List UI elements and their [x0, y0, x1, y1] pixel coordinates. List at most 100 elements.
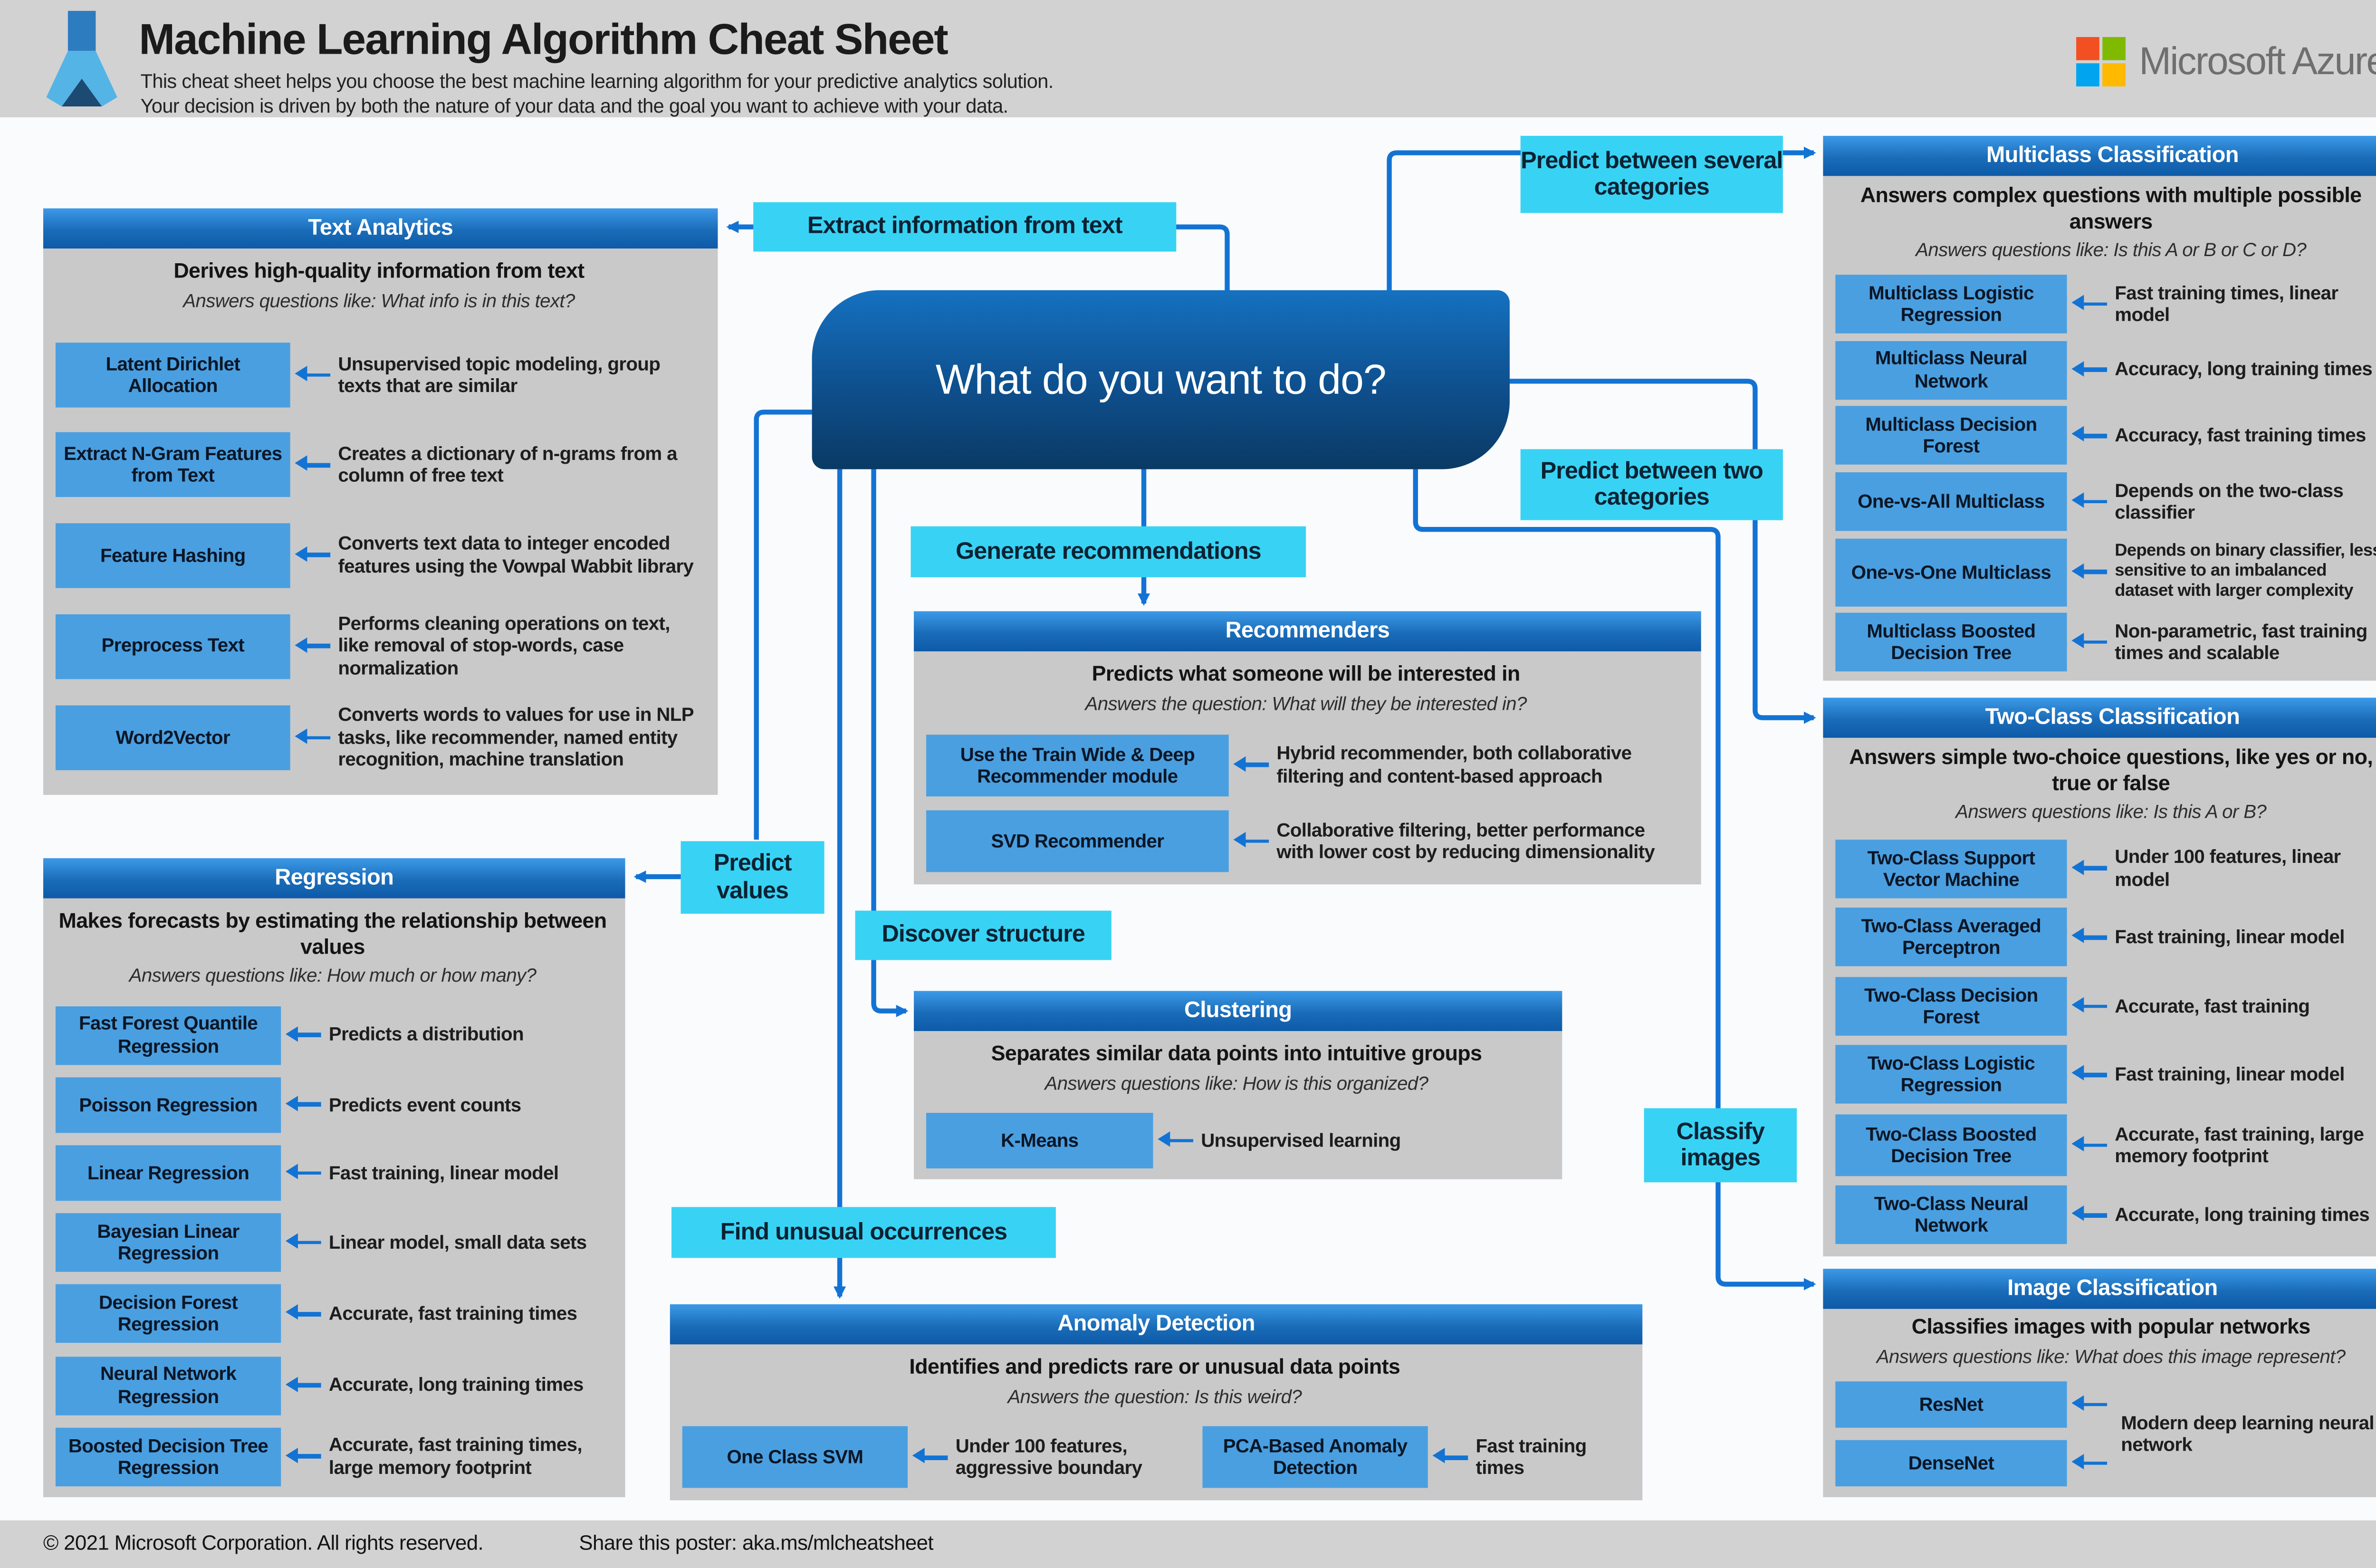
panel-two-class-title: Two-Class Classification [1823, 698, 2376, 738]
left-arrow-icon [2071, 858, 2108, 880]
algorithm-desc: Fast training times, linear model [2115, 282, 2338, 326]
algorithm-box-train-wide-deep-recommender: Use the Train Wide & Deep Recommender mo… [926, 734, 1229, 796]
algorithm-box-two-class-averaged-perceptron: Two-Class Averaged Perceptron [1835, 908, 2067, 967]
algorithm-row: DenseNet [1835, 1440, 2115, 1486]
decision-label-classify-images: Classify images [1644, 1108, 1797, 1183]
panel-text-analytics: Text Analytics Derives high-quality info… [43, 208, 718, 795]
algorithm-row: One Class SVM Under 100 features, aggres… [682, 1426, 1627, 1489]
algorithm-row: Linear Regression Fast training, linear … [55, 1145, 610, 1201]
algorithm-box-latent-dirichlet-allocation: Latent Dirichlet Allocation [55, 343, 290, 408]
algorithm-box-k-means: K-Means [926, 1112, 1153, 1168]
algorithm-desc: Converts words to values for use in NLP … [338, 704, 694, 771]
panel-multiclass-classification: Multiclass Classification Answers comple… [1823, 135, 2376, 681]
algorithm-box-bayesian-linear-regression: Bayesian Linear Regression [55, 1213, 281, 1272]
algorithm-box-one-vs-one-multiclass: One-vs-One Multiclass [1835, 538, 2067, 606]
left-arrow-icon [2071, 1452, 2108, 1473]
algorithm-row: Preprocess Text Performs cleaning operat… [55, 613, 702, 679]
algorithm-box-boosted-decision-tree-regression: Boosted Decision Tree Regression [55, 1427, 281, 1486]
algorithm-row: Boosted Decision Tree Regression Accurat… [55, 1427, 610, 1486]
algorithm-box-multiclass-logistic-regression: Multiclass Logistic Regression [1835, 275, 2067, 334]
clustering-heading: Separates similar data points into intui… [991, 1042, 1482, 1065]
algorithm-desc: Accurate, long training times [2115, 1204, 2370, 1226]
left-arrow-icon [2071, 359, 2108, 381]
algorithm-desc: Accurate, fast training [2115, 995, 2310, 1017]
panel-regression-title: Regression [43, 858, 625, 899]
multiclass-question: Answers questions like: Is this A or B o… [1916, 239, 2307, 261]
recommenders-question: Answers the question: What will they be … [1085, 692, 1527, 714]
algorithm-box-multiclass-boosted-decision-tree: Multiclass Boosted Decision Tree [1835, 613, 2067, 672]
algorithm-desc: Predicts a distribution [328, 1023, 524, 1046]
footer-band [0, 1520, 2376, 1568]
algorithm-row: Use the Train Wide & Deep Recommender mo… [926, 734, 1686, 796]
left-arrow-icon [285, 1375, 323, 1396]
algorithm-row: ResNet [1835, 1381, 2115, 1428]
algorithm-desc: Accurate, fast training times [328, 1303, 577, 1325]
algorithm-box-two-class-decision-forest: Two-Class Decision Forest [1835, 976, 2067, 1036]
left-arrow-icon [2071, 491, 2108, 512]
panel-recommenders-title: Recommenders [914, 611, 1701, 651]
panel-text-analytics-title: Text Analytics [43, 208, 718, 249]
algorithm-desc: Fast training, linear model [2115, 1063, 2345, 1086]
microsoft-azure-brand: Microsoft Azure [2076, 37, 2376, 86]
decision-label-discover-structure: Discover structure [855, 910, 1111, 960]
left-arrow-icon [285, 1024, 323, 1046]
decision-label-two-categories: Predict between two categories [1520, 449, 1783, 520]
algorithm-row: One-vs-One Multiclass Depends on binary … [1835, 538, 2376, 606]
left-arrow-icon [285, 1303, 323, 1325]
image-classification-heading: Classifies images with popular networks [1911, 1315, 2311, 1339]
algorithm-box-two-class-svm: Two-Class Support Vector Machine [1835, 839, 2067, 899]
algorithm-desc: Unsupervised topic modeling, group texts… [338, 353, 661, 397]
azure-ml-logo-icon [46, 10, 117, 107]
algorithm-box-multiclass-neural-network: Multiclass Neural Network [1835, 340, 2067, 400]
decision-label-generate-recommendations: Generate recommendations [910, 526, 1306, 577]
algorithm-desc: Depends on the two-class classifier [2115, 479, 2344, 524]
algorithm-desc: Accuracy, long training times [2115, 359, 2373, 381]
page-subtitle-line2: Your decision is driven by both the natu… [140, 94, 1009, 117]
algorithm-box-multiclass-decision-forest: Multiclass Decision Forest [1835, 406, 2067, 465]
panel-clustering-title: Clustering [914, 991, 1562, 1031]
share-link-text: Share this poster: aka.ms/mlcheatsheet [579, 1531, 933, 1555]
copyright-text: © 2021 Microsoft Corporation. All rights… [43, 1531, 484, 1555]
algorithm-desc: Accurate, fast training times, large mem… [328, 1434, 583, 1479]
left-arrow-icon [2071, 927, 2108, 948]
regression-heading: Makes forecasts by estimating the relati… [58, 909, 607, 958]
left-arrow-icon [295, 545, 332, 566]
page-subtitle-line1: This cheat sheet helps you choose the be… [140, 69, 1054, 93]
algorithm-row: Feature Hashing Converts text data to in… [55, 523, 702, 588]
algorithm-desc: Creates a dictionary of n-grams from a c… [338, 443, 677, 487]
algorithm-desc: Non-parametric, fast training times and … [2115, 620, 2367, 664]
text-analytics-heading: Derives high-quality information from te… [173, 259, 584, 283]
algorithm-desc: Collaborative filtering, better performa… [1276, 819, 1655, 863]
algorithm-desc: Unsupervised learning [1201, 1129, 1401, 1151]
decision-label-predict-values: Predict values [680, 841, 824, 914]
footer: © 2021 Microsoft Corporation. All rights… [43, 1531, 934, 1555]
left-arrow-icon [2071, 1134, 2108, 1156]
algorithm-row: Multiclass Neural Network Accuracy, long… [1835, 340, 2376, 400]
algorithm-row: Fast Forest Quantile Regression Predicts… [55, 1005, 610, 1064]
left-arrow-icon [1432, 1447, 1470, 1468]
algorithm-box-densenet: DenseNet [1835, 1440, 2067, 1486]
algorithm-row: Multiclass Logistic Regression Fast trai… [1835, 275, 2376, 334]
algorithm-desc: Depends on binary classifier, less sensi… [2115, 542, 2376, 601]
left-arrow-icon [1233, 830, 1270, 851]
decision-label-find-unusual-occurrences: Find unusual occurrences [671, 1207, 1056, 1258]
algorithm-row: One-vs-All Multiclass Depends on the two… [1835, 472, 2376, 531]
algorithm-row: Extract N-Gram Features from Text Create… [55, 432, 702, 498]
left-arrow-icon [285, 1446, 323, 1467]
two-class-heading: Answers simple two-choice questions, lik… [1849, 745, 2373, 794]
connector-predict-values-down [754, 410, 814, 840]
algorithm-row: Multiclass Decision Forest Accuracy, fas… [1835, 406, 2376, 465]
algorithm-box-one-class-svm: One Class SVM [682, 1426, 908, 1489]
left-arrow-icon [295, 727, 332, 748]
algorithm-box-two-class-neural-network: Two-Class Neural Network [1835, 1186, 2067, 1245]
algorithm-row: Word2Vector Converts words to values for… [55, 704, 702, 771]
algorithm-row: SVD Recommender Collaborative filtering,… [926, 810, 1686, 872]
left-arrow-icon [1158, 1130, 1195, 1151]
left-arrow-icon [2071, 1394, 2108, 1415]
algorithm-box-resnet: ResNet [1835, 1381, 2067, 1428]
left-arrow-icon [285, 1162, 323, 1184]
algorithm-row: Two-Class Support Vector Machine Under 1… [1835, 839, 2376, 899]
algorithm-row: Latent Dirichlet Allocation Unsupervised… [55, 343, 702, 408]
algorithm-desc: Under 100 features, aggressive boundary [955, 1435, 1142, 1480]
